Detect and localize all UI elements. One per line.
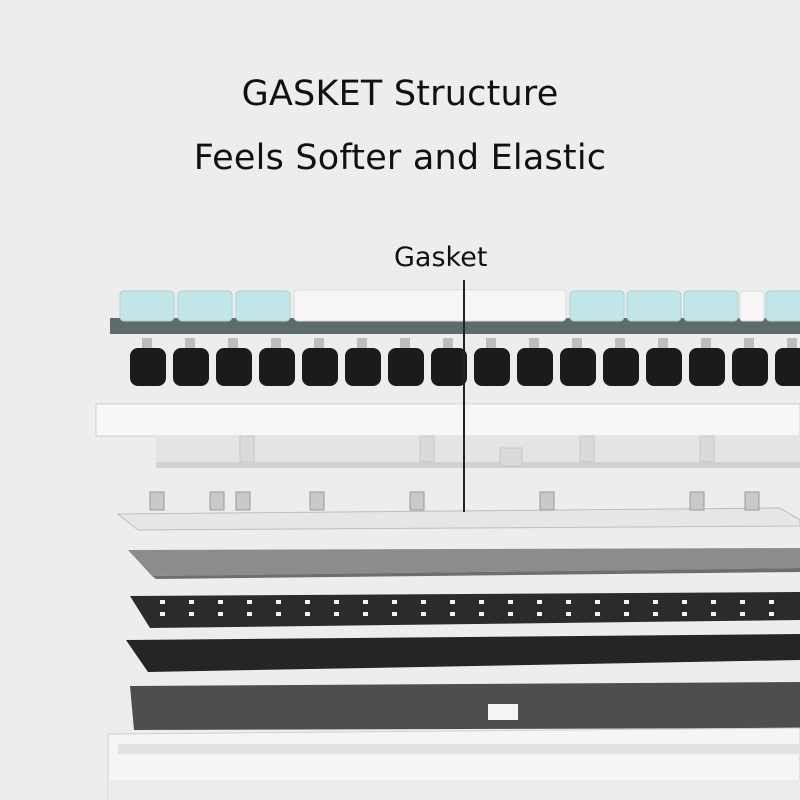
switch	[259, 338, 295, 386]
pcb-hole	[189, 600, 194, 604]
pcb-hole	[682, 612, 687, 616]
pcb-hole	[537, 612, 542, 616]
pcb-hole	[595, 600, 600, 604]
pcb-hole	[450, 600, 455, 604]
pcb-hole	[624, 600, 629, 604]
pcb-hole	[508, 600, 513, 604]
gasket-tab	[209, 491, 225, 511]
gasket-tab	[744, 491, 760, 511]
pcb-hole	[276, 612, 281, 616]
switch	[603, 338, 639, 386]
switch	[302, 338, 338, 386]
gasket-plate-layer	[116, 491, 800, 531]
headline: GASKET Structure	[241, 74, 559, 114]
gasket-callout-label: Gasket	[394, 242, 488, 273]
switch	[732, 338, 768, 386]
switch	[689, 338, 725, 386]
pcb-hole	[160, 612, 165, 616]
pcb-hole	[247, 600, 252, 604]
switch	[388, 338, 424, 386]
switch	[130, 338, 166, 386]
bottom-foam-layer	[126, 634, 800, 672]
pcb-hole	[305, 600, 310, 604]
pcb-hole	[508, 612, 513, 616]
pcb-hole	[218, 600, 223, 604]
pcb-hole	[682, 600, 687, 604]
switch	[775, 338, 800, 386]
pcb-layer	[130, 592, 800, 628]
pcb-hole	[566, 600, 571, 604]
subheadline: Feels Softer and Elastic	[193, 138, 607, 178]
pcb-hole	[218, 612, 223, 616]
pcb-hole	[363, 612, 368, 616]
keycap-layer	[110, 289, 800, 334]
gasket-tab	[309, 491, 325, 511]
pcb-hole	[711, 600, 716, 604]
bottom-case-layer	[107, 682, 800, 800]
switch	[646, 338, 682, 386]
pcb-hole	[363, 600, 368, 604]
pcb-hole	[537, 600, 542, 604]
pcb-hole	[653, 612, 658, 616]
pcb-hole	[624, 612, 629, 616]
switch	[474, 338, 510, 386]
switch	[431, 338, 467, 386]
pcb-hole	[189, 612, 194, 616]
switch	[173, 338, 209, 386]
pcb-hole	[334, 600, 339, 604]
top-frame-layer	[95, 403, 800, 468]
switch-layer	[130, 338, 800, 386]
pcb-hole	[566, 612, 571, 616]
pcb-hole	[740, 600, 745, 604]
switch	[345, 338, 381, 386]
pcb-hole	[334, 612, 339, 616]
gasket-tab	[409, 491, 425, 511]
pcb-hole	[421, 600, 426, 604]
pcb-hole	[479, 612, 484, 616]
pcb-hole	[769, 600, 774, 604]
switch	[216, 338, 252, 386]
pcb-hole	[769, 612, 774, 616]
gasket-leader-line	[463, 280, 465, 512]
pcb-hole	[740, 612, 745, 616]
pcb-hole	[595, 612, 600, 616]
pcb-hole	[711, 612, 716, 616]
foam-layer	[128, 548, 800, 579]
switch	[560, 338, 596, 386]
pcb-hole	[276, 600, 281, 604]
pcb-hole	[421, 612, 426, 616]
pcb-hole	[479, 600, 484, 604]
pcb-hole	[450, 612, 455, 616]
pcb-hole	[653, 600, 658, 604]
pcb-hole	[305, 612, 310, 616]
pcb-hole	[247, 612, 252, 616]
switch	[517, 338, 553, 386]
gasket-tab	[539, 491, 555, 511]
pcb-hole	[392, 612, 397, 616]
gasket-tab	[235, 491, 251, 511]
pcb-hole	[160, 600, 165, 604]
gasket-tab	[149, 491, 165, 511]
gasket-tab	[689, 491, 705, 511]
pcb-hole	[392, 600, 397, 604]
